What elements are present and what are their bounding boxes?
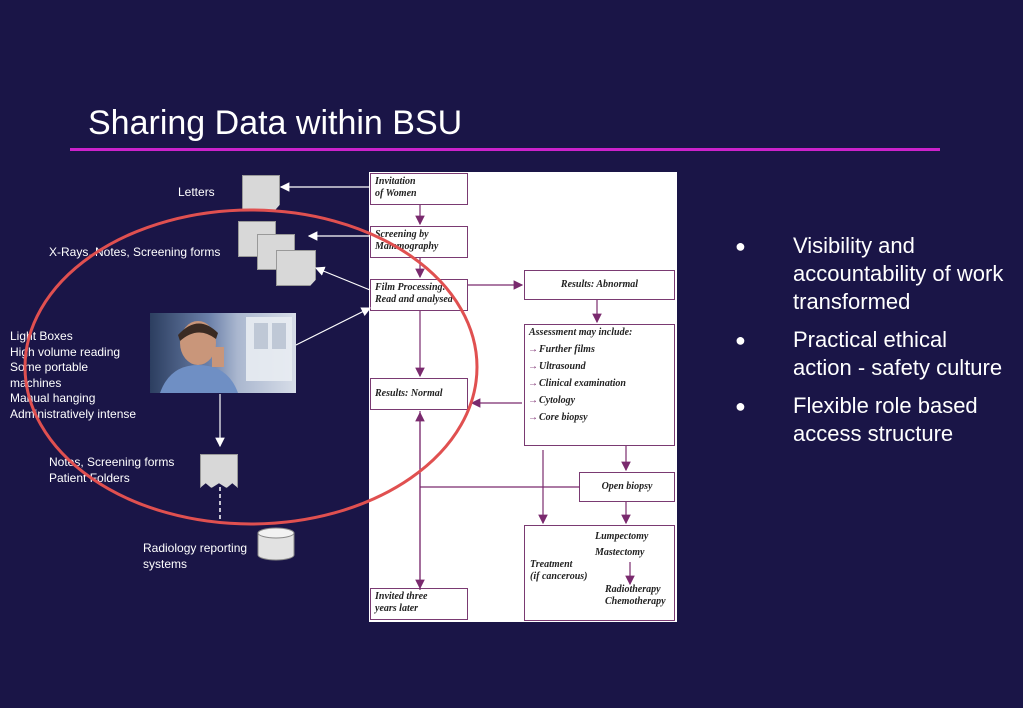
invitation-box: Invitation of Women <box>370 173 468 205</box>
assessment-item: Cytology <box>528 395 670 407</box>
treatment-box: Treatment (if cancerous) Lumpectomy Mast… <box>524 525 675 621</box>
assessment-item: Core biopsy <box>528 412 670 424</box>
highlight-ellipse <box>23 208 479 526</box>
screening-flowchart: Invitation of Women Screening by Mammogr… <box>369 172 677 622</box>
screening-form-document-icon <box>276 250 316 286</box>
bullet-text: Practical ethical action - safety cultur… <box>793 327 1003 380</box>
screening-box: Screening by Mammography <box>370 226 468 258</box>
results-abnormal-box: Results: Abnormal <box>524 270 675 300</box>
results-normal-box: Results: Normal <box>370 378 468 410</box>
notes-label: Notes, Screening forms Patient Folders <box>49 455 175 485</box>
radiotherapy-label: Radiotherapy Chemotherapy <box>605 584 666 607</box>
bullet-item: ● Flexible role based access structure <box>735 392 1005 448</box>
bullet-list: ● Visibility and accountability of work t… <box>735 232 1005 458</box>
assessment-item: Clinical examination <box>528 378 670 390</box>
bullet-item: ● Visibility and accountability of work t… <box>735 232 1005 316</box>
bullet-dot-icon: ● <box>735 396 746 416</box>
photo-arrow <box>295 307 372 346</box>
radiology-label: Radiology reporting systems <box>143 541 248 571</box>
treatment-label: Treatment (if cancerous) <box>530 559 588 582</box>
assessment-item: Ultrasound <box>528 361 670 373</box>
bullet-dot-icon: ● <box>735 330 746 350</box>
film-processing-box: Film Processing: Read and analysed <box>370 279 468 311</box>
database-icon <box>257 527 295 561</box>
forms-arrow <box>314 266 371 291</box>
radiologist-illustration <box>160 317 292 393</box>
mastectomy-label: Mastectomy <box>595 547 645 558</box>
xrays-label: X-Rays, Notes, Screening forms <box>49 245 221 259</box>
radiologist-photo <box>150 313 296 393</box>
bullet-text: Visibility and accountability of work tr… <box>793 233 1004 314</box>
lumpectomy-label: Lumpectomy <box>595 531 649 542</box>
letter-document-icon <box>242 175 280 211</box>
bullet-text: Flexible role based access structure <box>793 393 978 446</box>
assessment-item: Further films <box>528 344 670 356</box>
bullet-dot-icon: ● <box>735 236 746 256</box>
slide-title: Sharing Data within BSU <box>88 104 463 142</box>
letters-label: Letters <box>178 185 215 199</box>
title-underline <box>70 148 940 151</box>
assessment-box: Assessment may include: Further films Ul… <box>524 324 675 446</box>
assessment-title: Assessment may include: <box>529 327 633 338</box>
patient-folder-icon <box>200 454 238 488</box>
bullet-item: ● Practical ethical action - safety cultu… <box>735 326 1005 382</box>
